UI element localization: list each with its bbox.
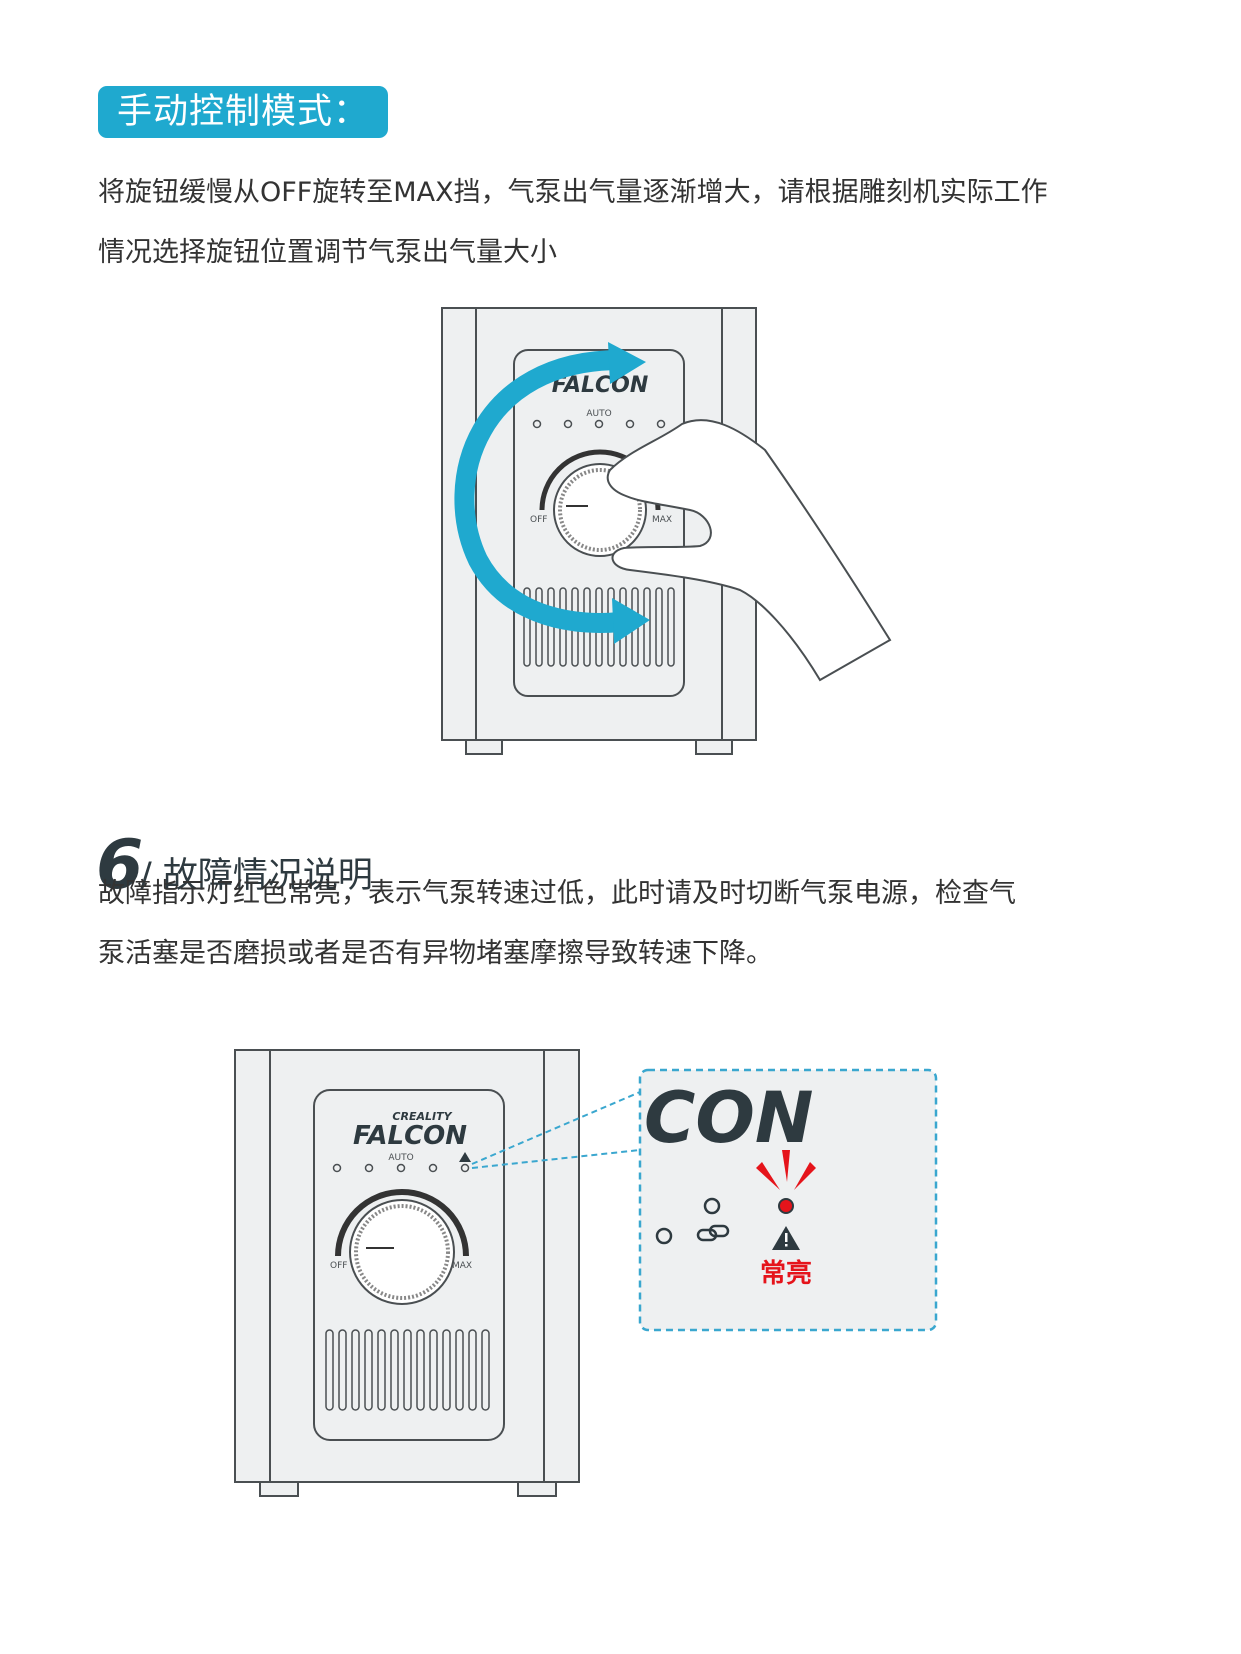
creality-logo: CREALITY [392,1110,452,1123]
status-indicators [532,419,666,429]
knob-turn-illustration: FALCON AUTO OFF MAX [441,307,892,755]
vent-grille-2 [325,1329,490,1411]
knob-2 [349,1199,455,1305]
off-label-2: OFF [330,1261,347,1271]
max-label-2: MAX [452,1261,472,1271]
fault-indicator-illustration: CREALITY FALCON AUTO OFF MAX CON 常亮 [234,1049,938,1497]
falcon-logo-2: FALCON [353,1121,467,1151]
manual-mode-line-2: 情况选择旋钮位置调节气泵出气量大小 [98,237,557,268]
fault-led [778,1198,794,1214]
auto-label-2: AUTO [388,1153,413,1163]
hand-icon [606,419,892,682]
max-label: MAX [652,515,672,525]
fault-line-1: 故障指示灯红色常亮，表示气泵转速过低，此时请及时切断气泵电源，检查气 [98,878,1016,909]
auto-label: AUTO [586,409,611,419]
section-number: 6 [96,826,144,905]
falcon-logo: FALCON [552,373,649,398]
zoom-brand-fragment: CON [644,1077,813,1159]
manual-mode-line-1: 将旋钮缓慢从OFF旋转至MAX挡，气泵出气量逐渐增大，请根据雕刻机实际工作 [98,177,1048,208]
section-title: / 故障情况说明 [140,856,373,896]
link-icon [696,1224,730,1242]
status-indicators-2 [332,1163,470,1173]
fault-line-2: 泵活塞是否磨损或者是否有异物堵塞摩擦导致转速下降。 [98,938,773,969]
warning-icon-small [459,1152,471,1162]
off-label: OFF [530,515,547,525]
status-label: 常亮 [760,1258,812,1289]
manual-mode-badge: 手动控制模式： [98,86,388,138]
rotation-arrow-icon [454,350,630,633]
glow-rays [756,1150,816,1190]
